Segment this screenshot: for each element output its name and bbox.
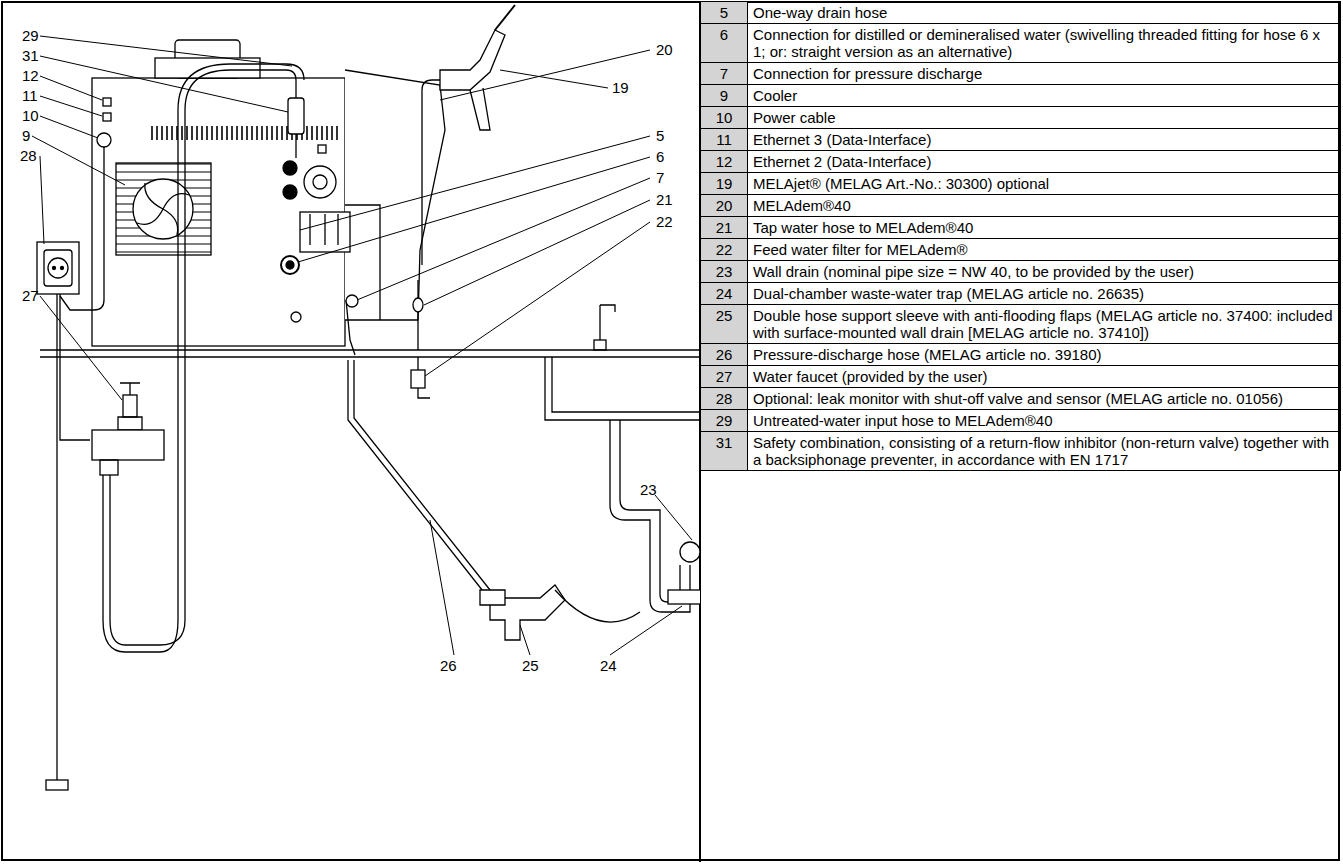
table-description: Feed water filter for MELAdem® xyxy=(748,239,1341,261)
table-number: 20 xyxy=(701,195,748,217)
table-number: 10 xyxy=(701,107,748,129)
callout-number: 9 xyxy=(22,128,30,144)
table-row: 24Dual-chamber waste-water trap (MELAG a… xyxy=(701,283,1341,305)
table-description: One-way drain hose xyxy=(748,2,1341,24)
table-description: Double hose support sleeve with anti-flo… xyxy=(748,305,1341,344)
table-number: 5 xyxy=(701,2,748,24)
callout-number: 25 xyxy=(522,658,539,674)
table-row: 10Power cable xyxy=(701,107,1341,129)
table-description: Ethernet 3 (Data-Interface) xyxy=(748,129,1341,151)
table-description: Optional: leak monitor with shut-off val… xyxy=(748,388,1341,410)
table-number: 23 xyxy=(701,261,748,283)
table-description: Connection for distilled or demineralise… xyxy=(748,24,1341,63)
callout-number: 28 xyxy=(20,148,37,164)
table-description: Pressure-discharge hose (MELAG article n… xyxy=(748,344,1341,366)
callout-number: 29 xyxy=(22,28,39,44)
table-row: 22Feed water filter for MELAdem® xyxy=(701,239,1341,261)
table-description: Wall drain (nominal pipe size = NW 40, t… xyxy=(748,261,1341,283)
table-description: Dual-chamber waste-water trap (MELAG art… xyxy=(748,283,1341,305)
table-row: 31Safety combination, consisting of a re… xyxy=(701,432,1341,471)
table-description: Tap water hose to MELAdem®40 xyxy=(748,217,1341,239)
table-row: 9Cooler xyxy=(701,85,1341,107)
table-row: 7Connection for pressure discharge xyxy=(701,63,1341,85)
callout-number: 22 xyxy=(656,214,673,230)
table-number: 27 xyxy=(701,366,748,388)
callout-number: 19 xyxy=(612,80,629,96)
table-row: 20MELAdem®40 xyxy=(701,195,1341,217)
table-description: MELAjet® (MELAG Art.-No.: 30300) optiona… xyxy=(748,173,1341,195)
callout-number: 11 xyxy=(22,88,38,104)
callout-number: 27 xyxy=(22,288,39,304)
installation-drawing xyxy=(0,0,700,864)
table-number: 29 xyxy=(701,410,748,432)
table-row: 11Ethernet 3 (Data-Interface) xyxy=(701,129,1341,151)
table-number: 19 xyxy=(701,173,748,195)
table-number: 26 xyxy=(701,344,748,366)
table-number: 31 xyxy=(701,432,748,471)
table-description: Cooler xyxy=(748,85,1341,107)
table-description: Water faucet (provided by the user) xyxy=(748,366,1341,388)
table-row: 6Connection for distilled or demineralis… xyxy=(701,24,1341,63)
table-description: Power cable xyxy=(748,107,1341,129)
table-number: 9 xyxy=(701,85,748,107)
callout-number: 24 xyxy=(600,658,617,674)
table-row: 25Double hose support sleeve with anti-f… xyxy=(701,305,1341,344)
table-number: 22 xyxy=(701,239,748,261)
table-description: Untreated-water input hose to MELAdem®40 xyxy=(748,410,1341,432)
table-number: 28 xyxy=(701,388,748,410)
table-row: 27Water faucet (provided by the user) xyxy=(701,366,1341,388)
callout-number: 21 xyxy=(656,192,673,208)
callout-number: 7 xyxy=(656,170,664,186)
table-number: 7 xyxy=(701,63,748,85)
table-number: 11 xyxy=(701,129,748,151)
table-row: 29Untreated-water input hose to MELAdem®… xyxy=(701,410,1341,432)
callout-number: 6 xyxy=(656,149,664,165)
legend-table: 5One-way drain hose6Connection for disti… xyxy=(700,1,1341,471)
table-number: 6 xyxy=(701,24,748,63)
table-number: 21 xyxy=(701,217,748,239)
table-row: 5One-way drain hose xyxy=(701,2,1341,24)
callout-number: 20 xyxy=(656,42,673,58)
table-number: 25 xyxy=(701,305,748,344)
callout-number: 23 xyxy=(640,482,657,498)
table-description: Ethernet 2 (Data-Interface) xyxy=(748,151,1341,173)
table-row: 28Optional: leak monitor with shut-off v… xyxy=(701,388,1341,410)
table-row: 12Ethernet 2 (Data-Interface) xyxy=(701,151,1341,173)
table-number: 24 xyxy=(701,283,748,305)
table-row: 19MELAjet® (MELAG Art.-No.: 30300) optio… xyxy=(701,173,1341,195)
callout-number: 26 xyxy=(440,658,457,674)
table-row: 21Tap water hose to MELAdem®40 xyxy=(701,217,1341,239)
table-number: 12 xyxy=(701,151,748,173)
table-row: 26Pressure-discharge hose (MELAG article… xyxy=(701,344,1341,366)
callout-number: 10 xyxy=(22,108,39,124)
table-description: Connection for pressure discharge xyxy=(748,63,1341,85)
table-row: 23Wall drain (nominal pipe size = NW 40,… xyxy=(701,261,1341,283)
table-description: Safety combination, consisting of a retu… xyxy=(748,432,1341,471)
callout-number: 5 xyxy=(656,128,664,144)
callout-number: 12 xyxy=(22,68,39,84)
table-description: MELAdem®40 xyxy=(748,195,1341,217)
callout-number: 31 xyxy=(22,48,39,64)
